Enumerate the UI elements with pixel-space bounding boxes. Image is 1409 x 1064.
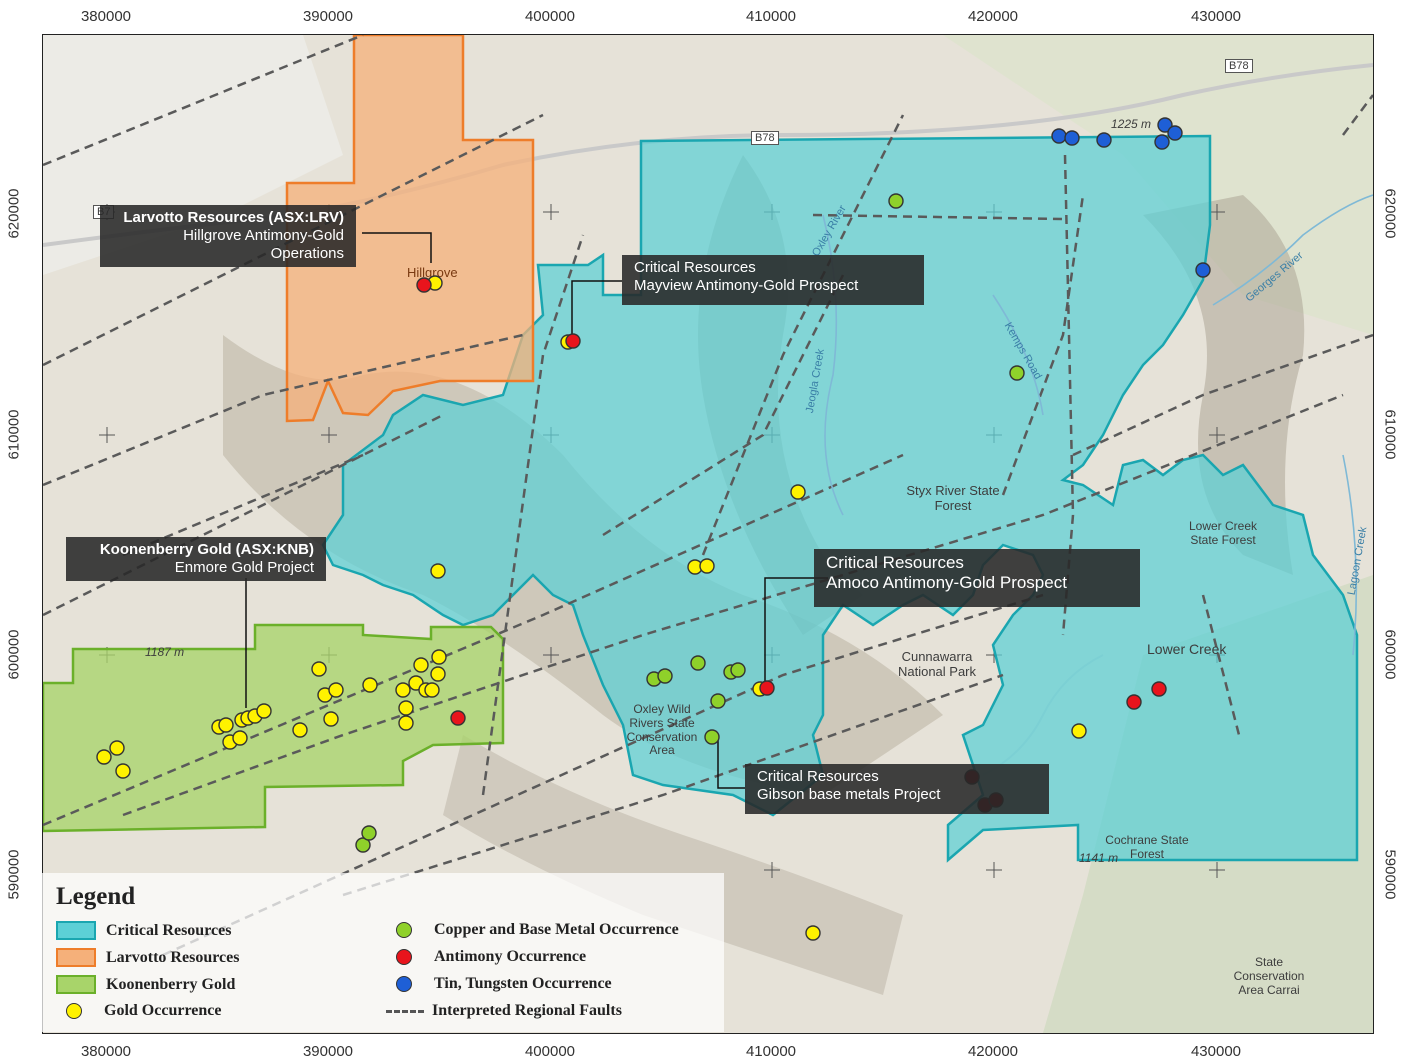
legend-label: Koonenberry Gold (106, 975, 236, 993)
callout-line: Operations (270, 245, 344, 262)
elevation-label: 1225 m (1111, 117, 1152, 131)
easting-label-top: 410000 (745, 8, 797, 25)
easting-label-bottom: 430000 (1190, 1043, 1242, 1060)
river (1342, 454, 1358, 656)
easting-label-bottom: 380000 (80, 1043, 132, 1060)
northing-label-left: 590000 (5, 849, 23, 900)
callout-line: Gibson base metals Project (757, 786, 941, 803)
river (992, 294, 1044, 416)
legend-label: Critical Resources (106, 921, 232, 939)
easting-label-bottom: 410000 (745, 1043, 797, 1060)
legend-item-koonenberry: Koonenberry Gold (56, 975, 235, 994)
map-frame[interactable]: Hillgrove Styx River State Forest Cunnaw… (42, 34, 1374, 1034)
place-label-carrai: State Conservation Area Carrai (1233, 955, 1305, 997)
callout-larvotto: Larvotto Resources (ASX:LRV) Hillgrove A… (100, 205, 356, 267)
easting-label-bottom: 420000 (967, 1043, 1019, 1060)
gold-dot-icon (66, 1003, 82, 1019)
callout-title: Koonenberry Gold (ASX:KNB) (99, 541, 314, 558)
legend-label: Gold Occurrence (104, 1002, 222, 1019)
callout-line: Amoco Antimony-Gold Prospect (826, 573, 1067, 593)
legend: Legend Critical Resources Larvotto Resou… (42, 873, 724, 1032)
easting-label-top: 420000 (967, 8, 1019, 25)
callout-amoco: Critical Resources Amoco Antimony-Gold P… (814, 549, 1140, 607)
place-label-oxley: Oxley Wild Rivers State Conservation Are… (626, 702, 698, 758)
river (1212, 194, 1373, 306)
legend-label: Antimony Occurrence (434, 948, 587, 965)
tin-dot-icon (396, 976, 412, 992)
legend-label: Tin, Tungsten Occurrence (434, 975, 612, 992)
northing-label-right: 610000 (1381, 409, 1399, 460)
larvotto-swatch-icon (56, 948, 96, 967)
legend-title: Legend (56, 883, 136, 910)
legend-label: Interpreted Regional Faults (432, 1002, 622, 1019)
koonenberry-swatch-icon (56, 975, 96, 994)
easting-label-bottom: 400000 (524, 1043, 576, 1060)
elevation-label: 1187 m (145, 645, 185, 659)
legend-label: Copper and Base Metal Occurrence (434, 921, 679, 938)
copper-dot-icon (396, 922, 412, 938)
place-label-hillgrove: Hillgrove (407, 265, 458, 280)
easting-label-top: 400000 (524, 8, 576, 25)
callout-line: Enmore Gold Project (174, 559, 314, 576)
road-shield-b78: B78 (751, 131, 779, 145)
northing-label-right: 590000 (1381, 849, 1399, 900)
callout-title: Critical Resources (757, 768, 879, 785)
legend-label: Larvotto Resources (106, 948, 240, 966)
legend-item-tin: Tin, Tungsten Occurrence (386, 975, 612, 993)
callout-line: Mayview Antimony-Gold Prospect (634, 277, 859, 294)
easting-label-bottom: 390000 (302, 1043, 354, 1060)
terrain-ridge (1143, 195, 1305, 575)
elevation-label: 1141 m (1079, 851, 1119, 865)
easting-label-top: 380000 (80, 8, 132, 25)
legend-item-larvotto: Larvotto Resources (56, 948, 239, 967)
map-canvas[interactable] (43, 35, 1373, 1033)
legend-item-critical: Critical Resources (56, 921, 231, 940)
northing-label-left: 600000 (5, 629, 23, 680)
critical-swatch-icon (56, 921, 96, 940)
legend-item-faults: Interpreted Regional Faults (386, 1002, 622, 1020)
place-label-cunnawarra: Cunnawarra National Park (897, 649, 977, 679)
easting-label-top: 390000 (302, 8, 354, 25)
legend-item-antimony: Antimony Occurrence (386, 948, 586, 966)
antimony-dot-icon (396, 949, 412, 965)
fault-dash-icon (386, 1009, 424, 1013)
legend-item-copper: Copper and Base Metal Occurrence (386, 921, 679, 939)
northing-label-right: 620000 (1381, 188, 1399, 239)
legend-item-gold: Gold Occurrence (56, 1002, 221, 1020)
northing-label-right: 600000 (1381, 629, 1399, 680)
place-label-styx: Styx River State Forest (906, 483, 1000, 513)
place-label-cochrane: Cochrane State Forest (1105, 833, 1189, 861)
callout-title: Critical Resources (826, 553, 964, 572)
place-label-lower-creek-sf: Lower Creek State Forest (1188, 519, 1258, 547)
northing-label-left: 620000 (5, 188, 23, 239)
koonenberry-gold-tenement (43, 623, 505, 833)
easting-label-top: 430000 (1190, 8, 1242, 25)
callout-mayview: Critical Resources Mayview Antimony-Gold… (622, 255, 924, 305)
callout-title: Larvotto Resources (ASX:LRV) (123, 209, 344, 226)
callout-koonenberry: Koonenberry Gold (ASX:KNB) Enmore Gold P… (66, 537, 326, 581)
road-shield-b78: B78 (1225, 59, 1253, 73)
callout-line: Hillgrove Antimony-Gold (183, 227, 344, 244)
terrain-ridge (443, 735, 903, 995)
callout-title: Critical Resources (634, 259, 756, 276)
northing-label-left: 610000 (5, 409, 23, 460)
callout-gibson: Critical Resources Gibson base metals Pr… (745, 764, 1049, 814)
place-label-lower-creek: Lower Creek (1147, 641, 1227, 657)
